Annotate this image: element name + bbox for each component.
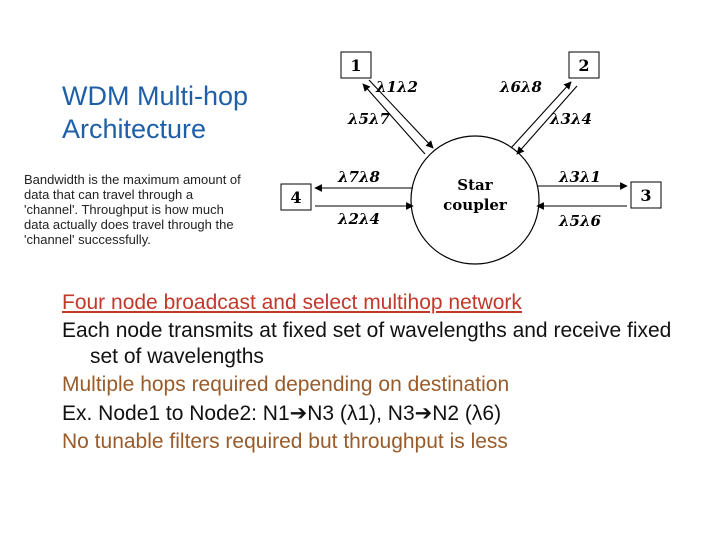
wavelength-label-l5l7: λ5λ7 xyxy=(347,110,390,128)
arrow-icon: ➔ xyxy=(414,401,433,425)
node-4-box xyxy=(280,183,312,211)
wavelength-label-l3l4: λ3λ4 xyxy=(549,110,592,128)
bullet-example-route: Ex. Node1 to Node2: N1➔N3 (λ1), N3➔N2 (λ… xyxy=(62,400,702,427)
arrow-icon: ➔ xyxy=(289,401,308,425)
bullet-multiple-hops: Multiple hops required depending on dest… xyxy=(62,373,510,396)
node-2-label: 2 xyxy=(578,56,589,75)
arrow-coupler-to-n1 xyxy=(362,83,426,155)
arrow-coupler-to-n2 xyxy=(510,81,572,149)
bullet-broadcast-select: Four node broadcast and select multihop … xyxy=(62,291,522,314)
wavelength-label-l6l8: λ6λ8 xyxy=(499,78,542,96)
star-coupler-diagram: Star coupler 1 2 4 3 λ1λ2 λ6λ8 λ5λ7 λ3λ4… xyxy=(280,51,662,265)
description-line: Bandwidth is the maximum amount of xyxy=(24,172,241,187)
node-3-label: 3 xyxy=(640,186,651,205)
example-mid3: N2 ( xyxy=(432,402,472,425)
node-4-label: 4 xyxy=(290,188,301,207)
wavelength-label-l5l6: λ5λ6 xyxy=(558,212,601,230)
description-line: 'channel'. Throughput is how much xyxy=(24,202,224,217)
description-line: data actually does travel through the xyxy=(24,217,234,232)
example-mid2: 1), N3 xyxy=(357,402,415,425)
bullet-list: Four node broadcast and select multihop … xyxy=(62,290,702,457)
arrow-n1-to-coupler xyxy=(368,79,434,149)
example-end: 6) xyxy=(482,402,502,425)
title-line-2: Architecture xyxy=(62,114,207,144)
star-coupler-circle xyxy=(410,135,540,265)
description-line: data that can travel through a xyxy=(24,187,194,202)
example-prefix: Ex. Node1 to Node2: N1 xyxy=(62,402,290,425)
example-mid1: N3 ( xyxy=(307,402,347,425)
wavelength-label-l7l8: λ7λ8 xyxy=(337,168,380,186)
star-coupler-label-line1: Star xyxy=(457,176,493,194)
wavelength-label-l2l4: λ2λ4 xyxy=(337,210,380,228)
node-3-box xyxy=(630,181,662,209)
node-2-box xyxy=(568,51,600,79)
node-1-label: 1 xyxy=(350,56,361,75)
description-line: 'channel' successfully. xyxy=(24,232,151,247)
slide-title: WDM Multi-hop Architecture xyxy=(62,80,322,146)
arrow-n2-to-coupler xyxy=(516,85,578,155)
lambda-symbol: λ xyxy=(346,402,358,425)
description-text: Bandwidth is the maximum amount of data … xyxy=(24,172,272,247)
wavelength-label-l3l1: λ3λ1 xyxy=(558,168,601,186)
bullet-fixed-wavelengths: Each node transmits at fixed set of wave… xyxy=(62,319,672,368)
star-coupler-label-line2: coupler xyxy=(443,196,508,214)
lambda-symbol: λ xyxy=(471,402,483,425)
wavelength-label-l1l2: λ1λ2 xyxy=(375,78,418,96)
title-line-1: WDM Multi-hop xyxy=(62,81,249,111)
bullet-no-tunable-filters: No tunable filters required but throughp… xyxy=(62,430,508,453)
node-1-box xyxy=(340,51,372,79)
